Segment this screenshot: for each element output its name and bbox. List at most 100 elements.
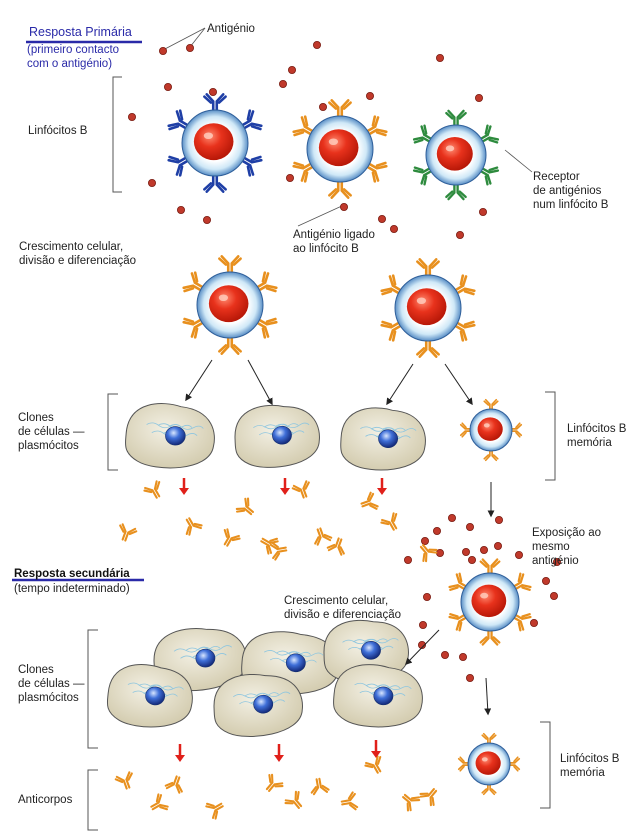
antigen-particle	[163, 83, 172, 92]
plasma-cell	[234, 404, 320, 468]
antigen-particle	[435, 54, 444, 63]
antigen-particle	[377, 214, 386, 223]
antigen-particle	[432, 527, 441, 536]
antigen-particle	[479, 546, 488, 555]
memory-b-lymphocyte-2	[457, 732, 521, 796]
receptor	[239, 109, 263, 131]
antibody	[205, 802, 224, 820]
antibody	[402, 793, 421, 812]
b-lymphocytes-label: Linfócitos B	[28, 125, 88, 137]
receptor	[254, 271, 278, 293]
receptor	[511, 572, 532, 591]
bracket-antibodies	[87, 769, 98, 831]
antibody	[114, 771, 133, 790]
antibody	[269, 541, 288, 561]
receptor	[479, 558, 501, 577]
antigen-particle	[176, 205, 185, 214]
antibody	[419, 544, 438, 563]
antigen-particle	[278, 80, 287, 89]
antibody	[164, 775, 183, 794]
receptor	[511, 613, 532, 632]
antibody	[119, 523, 138, 542]
antibody	[360, 491, 379, 510]
antibodies-label: Anticorpos	[18, 794, 73, 806]
red-arrow	[175, 744, 185, 762]
receptor	[218, 255, 242, 276]
receptor	[380, 320, 404, 342]
black-arrow	[444, 363, 473, 406]
nucleus	[208, 285, 249, 323]
nucleus	[471, 584, 507, 618]
antigen-particle	[530, 619, 539, 628]
red-arrow	[274, 744, 284, 762]
antibody	[223, 528, 241, 547]
growth-left-label: Crescimento celular, divisão e diferenci…	[19, 241, 136, 267]
receptor	[380, 274, 404, 296]
antigen-particle	[403, 556, 412, 565]
receptor	[292, 161, 316, 183]
nucleus	[165, 426, 186, 446]
antigen-particle	[553, 558, 562, 567]
antigen-particle	[312, 41, 321, 50]
receptor	[203, 93, 227, 114]
plasma-cell	[333, 664, 423, 728]
bracket-memory-bottom	[540, 721, 551, 809]
antigen-particle	[365, 92, 374, 101]
memory-bottom-label: Linfócitos B memória	[560, 753, 620, 779]
memory-b-lymphocyte-activated	[448, 558, 532, 646]
plasma-cell	[124, 403, 215, 469]
antigen-particle	[339, 202, 348, 211]
red-arrow	[377, 478, 387, 495]
receptor	[445, 109, 467, 129]
antigen-particle	[389, 224, 398, 233]
nucleus	[378, 429, 398, 448]
antigen-particle	[474, 94, 483, 103]
antibody	[326, 537, 345, 556]
growth-right-label: Crescimento celular, divisão e diferenci…	[284, 595, 401, 621]
antibody	[235, 497, 254, 516]
nucleus	[406, 288, 447, 326]
receptor	[167, 109, 191, 131]
nucleus	[477, 417, 503, 441]
antigen-bound-label: Antigénio ligado ao linfócito B	[293, 229, 375, 255]
antigen-particle	[147, 178, 156, 187]
antigen-particle	[208, 88, 217, 97]
receptor	[478, 166, 500, 186]
nucleus	[361, 641, 381, 660]
receptor	[364, 161, 388, 183]
nucleus	[195, 648, 216, 668]
antibody	[380, 512, 398, 531]
nucleus	[193, 123, 234, 161]
receptor	[412, 166, 434, 186]
plasma-cell	[340, 407, 426, 471]
b-lymphocyte-blue	[167, 93, 263, 193]
antigen-pointer-1	[162, 27, 206, 51]
black-arrow	[484, 677, 492, 716]
secondary-subtitle: (tempo indeterminado)	[14, 583, 130, 595]
red-arrow	[371, 740, 381, 758]
nucleus	[436, 137, 473, 171]
bracket-clones-top	[107, 393, 118, 471]
nucleus	[285, 653, 306, 673]
primary-title: Resposta Primária	[29, 25, 132, 39]
antigen-particle	[287, 66, 296, 75]
nucleus	[373, 686, 394, 706]
antigen-particle	[202, 215, 211, 224]
clones-top-label: Clones de células — plasmócitos	[18, 412, 85, 452]
bracket-memory-top	[545, 391, 556, 481]
antigen-particle	[435, 549, 444, 558]
receptor	[479, 627, 501, 646]
antigen-particle	[158, 47, 167, 56]
nucleus	[145, 686, 166, 706]
antibody	[284, 790, 303, 809]
antigen-pointer-2	[189, 27, 206, 48]
receptor	[448, 572, 469, 591]
antigen-particle	[422, 593, 431, 602]
antigen-particle	[417, 641, 426, 650]
receptor	[182, 271, 206, 293]
bracket-b-lymphocytes	[112, 76, 122, 193]
antigen-particle	[440, 651, 449, 660]
antigen-particle	[542, 577, 551, 586]
memory-b-lymphocyte-1	[459, 398, 523, 462]
